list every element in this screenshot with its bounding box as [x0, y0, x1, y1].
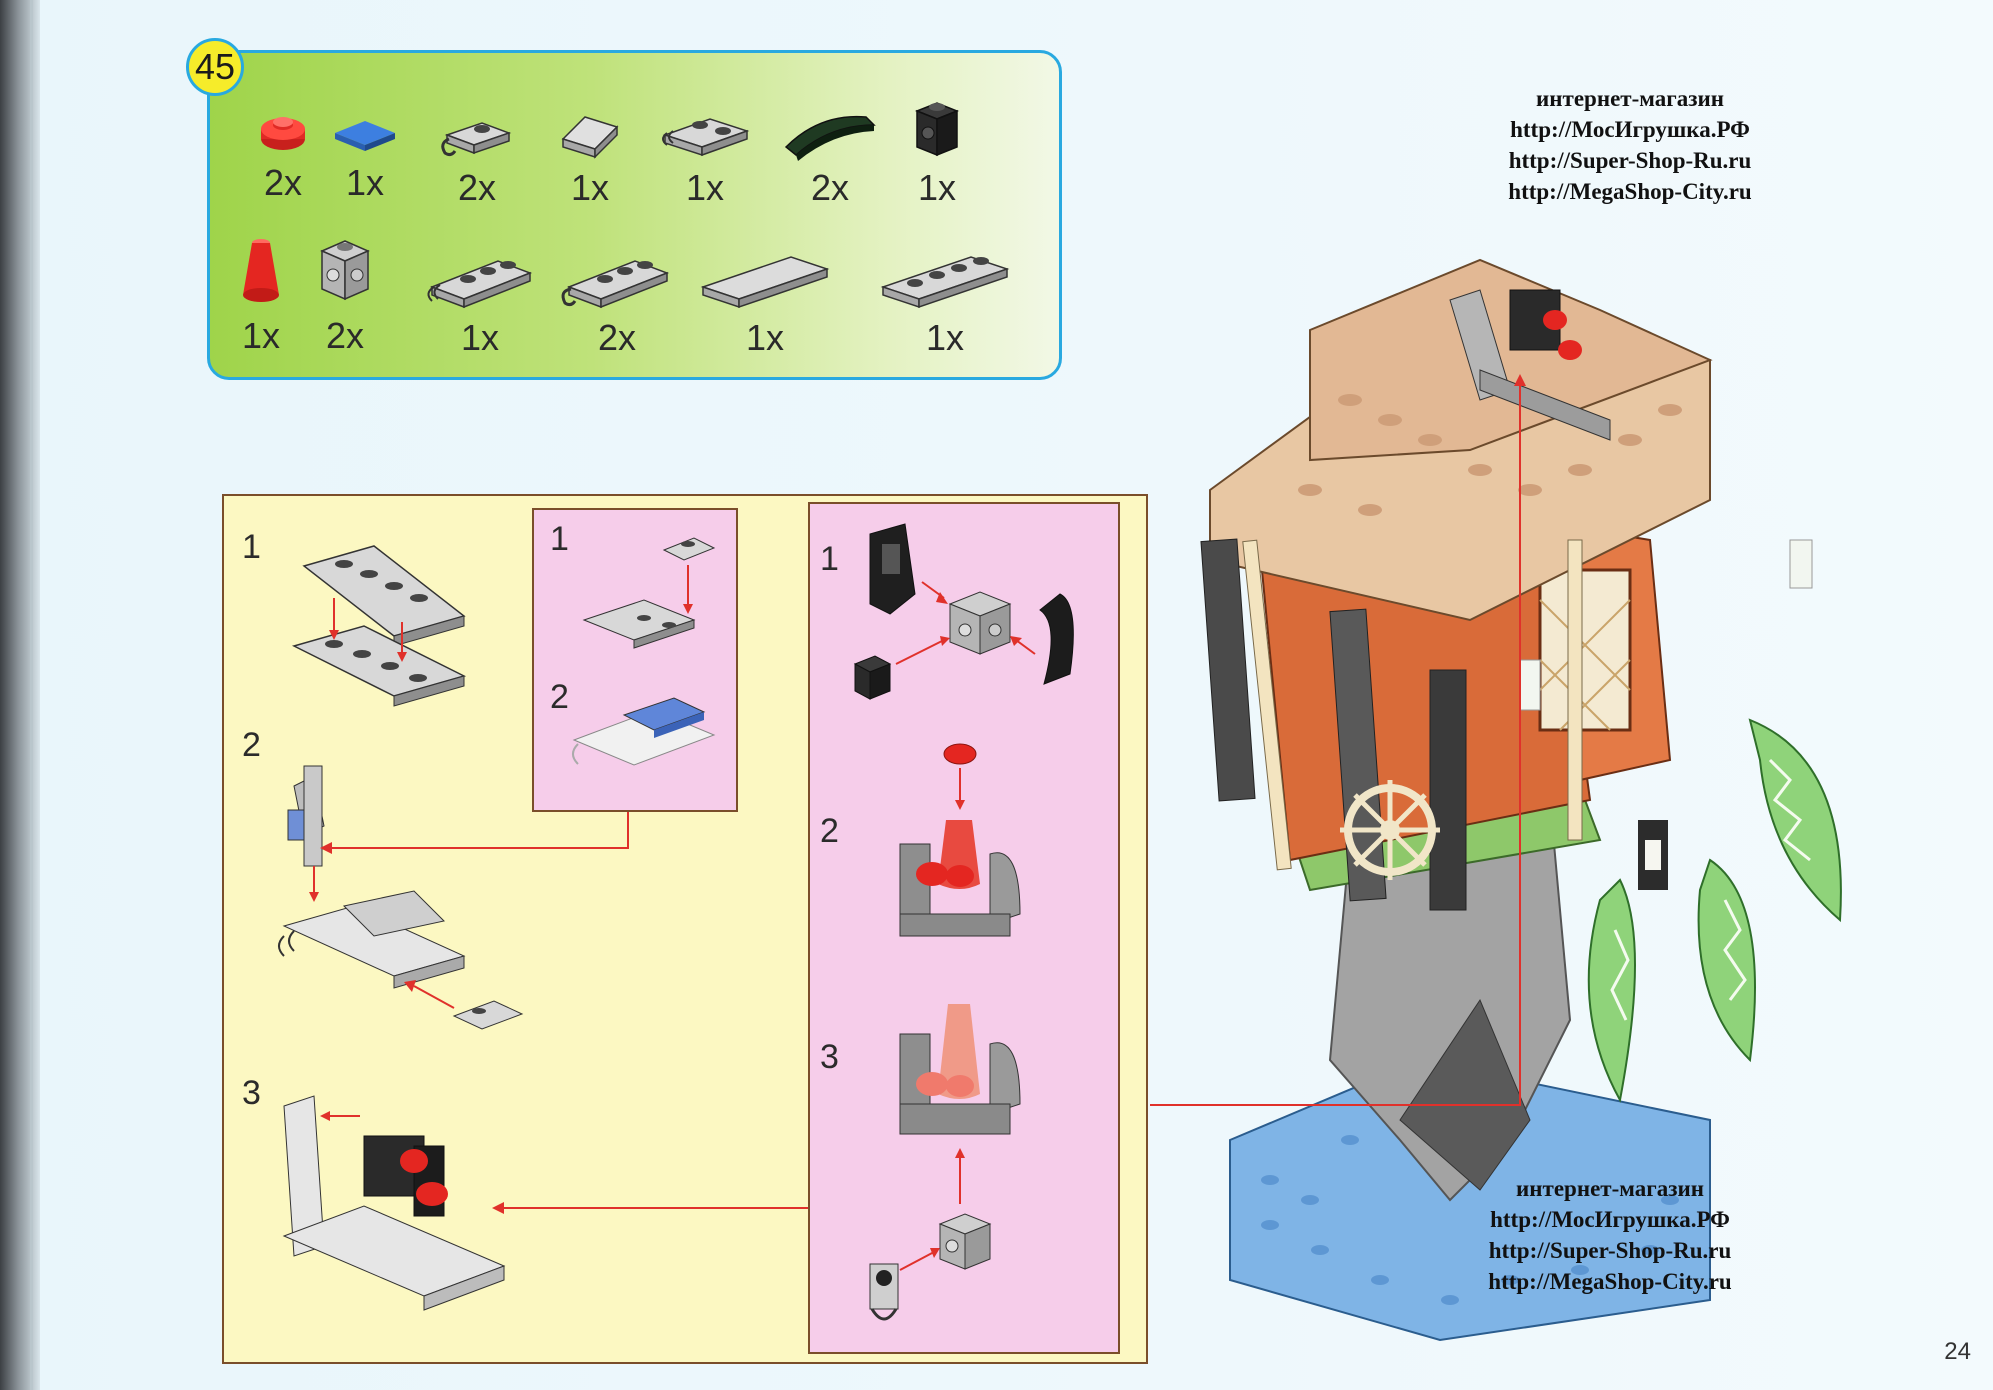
treehouse-model-illustration — [1150, 258, 1842, 1342]
substep-2-assembly-illustration — [278, 765, 524, 1030]
brick-side-stud-black-icon — [914, 102, 960, 157]
right-substep-3-illustration — [869, 1004, 1021, 1321]
page-number: 24 — [1944, 1338, 1971, 1365]
watermark-line: интернет-магазин — [1536, 86, 1724, 111]
watermark-bottom: интернет-магазин http://МосИгрушка.РФ ht… — [1430, 1173, 1790, 1297]
part-qty: 1x — [345, 162, 385, 203]
part-qty: 1x — [745, 317, 785, 358]
substep-number: 2 — [242, 726, 261, 764]
part-qty: 1x — [917, 167, 957, 208]
watermark-line: http://Super-Shop-Ru.ru — [1488, 1238, 1732, 1263]
tile-1x4-gray-icon — [700, 256, 830, 309]
slope-gray-icon — [561, 116, 619, 159]
part-qty: 2x — [457, 167, 497, 208]
part-qty: 1x — [925, 317, 965, 358]
part-qty: 1x — [460, 317, 500, 358]
part-slope: 1x — [535, 103, 645, 209]
watermark-line: http://МосИгрушка.РФ — [1490, 1207, 1730, 1232]
part-plate-hinge: 1x — [650, 103, 760, 209]
plate-1x3-handle-gray-icon — [427, 260, 533, 309]
part-plate-1x3-handle: 1x — [415, 243, 545, 359]
part-qty: 2x — [597, 317, 637, 358]
watermark-top: интернет-магазин http://МосИгрушка.РФ ht… — [1450, 83, 1810, 207]
middle-subassembly-box: 1 2 — [532, 508, 738, 812]
step-number-badge: 45 — [186, 38, 244, 96]
part-qty: 2x — [810, 167, 850, 208]
middle-substep-2-illustration — [572, 697, 716, 766]
part-plate-clip: 2x — [422, 103, 532, 209]
middle-substep-1-illustration — [582, 537, 716, 649]
part-qty: 2x — [325, 315, 365, 356]
watermark-line: http://МосИгрушка.РФ — [1510, 117, 1750, 142]
book-binding — [0, 0, 40, 1390]
round-plate-red-icon — [261, 117, 305, 150]
watermark-line: интернет-магазин — [1516, 1176, 1704, 1201]
curved-slope-black-icon — [784, 115, 876, 161]
substep-number: 2 — [550, 678, 569, 716]
part-brick-side-stud: 1x — [882, 93, 992, 209]
part-qty: 1x — [241, 315, 281, 356]
step-number: 45 — [194, 46, 236, 87]
part-tile-blue: 1x — [310, 103, 420, 204]
part-plate-1x4: 1x — [870, 243, 1020, 359]
part-plate-1x3-clip: 2x — [552, 243, 682, 359]
part-round-plate: 2x — [228, 103, 338, 204]
plate-hinge-gray-icon — [662, 118, 750, 157]
substep-number: 1 — [242, 528, 261, 566]
right-substep-1-illustration — [853, 523, 1074, 700]
part-curved-slope: 2x — [775, 103, 885, 209]
connector-arrows — [320, 812, 808, 1214]
plate-1x4-gray-icon — [880, 256, 1010, 309]
parts-list: 2x 1x 2x 1x — [207, 50, 1062, 380]
right-substep-2-illustration — [899, 743, 1021, 937]
watermark-line: http://Super-Shop-Ru.ru — [1508, 148, 1752, 173]
plate-clip-gray-icon — [441, 122, 512, 157]
part-tile-1x4: 1x — [690, 243, 840, 359]
plate-1x3-clip-gray-icon — [561, 260, 670, 309]
cone-red-icon — [243, 239, 279, 302]
tile-blue-icon — [335, 121, 395, 151]
part-cone: 1x — [206, 231, 316, 357]
brick-four-side-studs-gray-icon — [320, 240, 370, 301]
substep-number: 1 — [550, 520, 569, 558]
watermark-line: http://MegaShop-City.ru — [1508, 179, 1752, 204]
right-subassembly-box: 1 2 3 — [808, 502, 1120, 1354]
sub-assembly-area: 1 2 3 — [222, 494, 1148, 1364]
part-qty: 1x — [685, 167, 725, 208]
substep-number: 2 — [820, 812, 839, 850]
part-qty: 1x — [570, 167, 610, 208]
substep-number: 3 — [820, 1038, 839, 1076]
substep-number: 3 — [242, 1074, 261, 1112]
substep-1-plates-illustration — [291, 545, 467, 707]
substep-number: 1 — [820, 540, 839, 578]
part-qty: 2x — [263, 162, 303, 203]
part-brick-four-studs: 2x — [290, 231, 400, 357]
substep-3-assembly-illustration — [282, 1095, 506, 1311]
watermark-line: http://MegaShop-City.ru — [1488, 1269, 1732, 1294]
